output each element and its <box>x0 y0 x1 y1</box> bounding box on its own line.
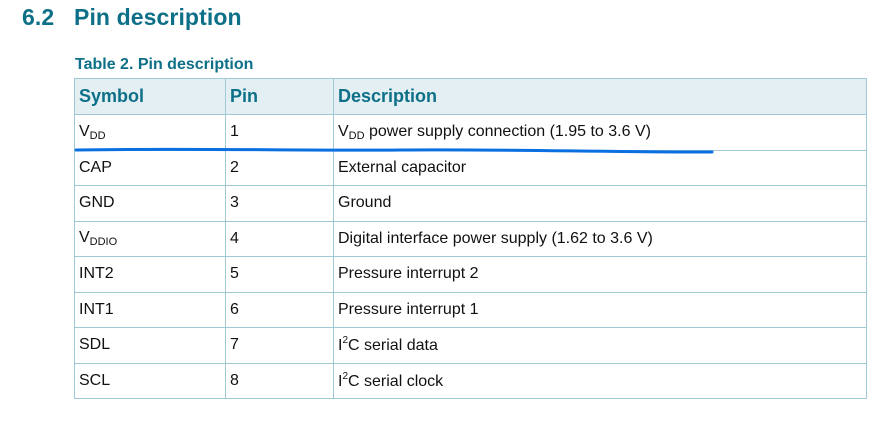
table-row: INT1 6 Pressure interrupt 1 <box>74 291 867 328</box>
symbol-cell: VDDIO <box>74 220 226 257</box>
symbol-cell: INT2 <box>74 256 226 293</box>
section-title: Pin description <box>74 4 242 30</box>
section-heading: 6.2 Pin description <box>22 4 242 31</box>
pin-cell: 5 <box>225 256 334 293</box>
table-row: SCL 8 I2C serial clock <box>74 362 867 399</box>
description-cell: I2C serial clock <box>333 362 867 399</box>
table-header-row: Symbol Pin Description <box>74 78 867 115</box>
symbol-cell: CAP <box>74 149 226 186</box>
symbol-cell: GND <box>74 185 226 222</box>
description-cell: Pressure interrupt 1 <box>333 291 867 328</box>
header-description: Description <box>333 78 867 115</box>
description-cell: VDD power supply connection (1.95 to 3.6… <box>333 114 867 151</box>
pin-cell: 4 <box>225 220 334 257</box>
symbol-cell: VDD <box>74 114 226 151</box>
pin-cell: 2 <box>225 149 334 186</box>
pin-cell: 1 <box>225 114 334 151</box>
table-row: VDDIO 4 Digital interface power supply (… <box>74 220 867 257</box>
description-cell: Digital interface power supply (1.62 to … <box>333 220 867 257</box>
pin-description-table: Symbol Pin Description VDD 1 VDD power s… <box>74 78 867 399</box>
table-row: VDD 1 VDD power supply connection (1.95 … <box>74 114 867 151</box>
symbol-cell: INT1 <box>74 291 226 328</box>
description-cell: External capacitor <box>333 149 867 186</box>
symbol-cell: SDL <box>74 327 226 364</box>
section-number: 6.2 <box>22 4 55 30</box>
table-row: INT2 5 Pressure interrupt 2 <box>74 256 867 293</box>
description-cell: Pressure interrupt 2 <box>333 256 867 293</box>
table-row: SDL 7 I2C serial data <box>74 327 867 364</box>
header-pin: Pin <box>225 78 334 115</box>
table-row: CAP 2 External capacitor <box>74 149 867 186</box>
symbol-cell: SCL <box>74 362 226 399</box>
description-cell: I2C serial data <box>333 327 867 364</box>
pin-cell: 8 <box>225 362 334 399</box>
table-row: GND 3 Ground <box>74 185 867 222</box>
pin-cell: 6 <box>225 291 334 328</box>
pin-cell: 3 <box>225 185 334 222</box>
header-symbol: Symbol <box>74 78 226 115</box>
pin-cell: 7 <box>225 327 334 364</box>
description-cell: Ground <box>333 185 867 222</box>
table-caption: Table 2. Pin description <box>75 56 254 73</box>
